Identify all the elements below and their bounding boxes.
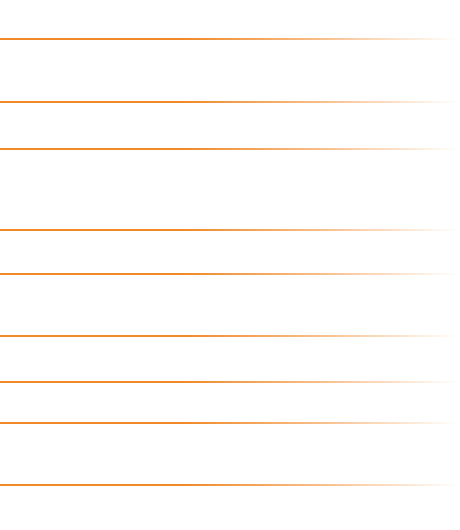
- divider-line: [0, 273, 458, 275]
- divider-line: [0, 422, 458, 424]
- divider-line: [0, 101, 458, 103]
- divider-line: [0, 229, 458, 231]
- divider-line: [0, 148, 458, 150]
- divider-line: [0, 381, 458, 383]
- divider-line: [0, 335, 458, 337]
- divider-line: [0, 484, 458, 486]
- divider-line: [0, 38, 458, 40]
